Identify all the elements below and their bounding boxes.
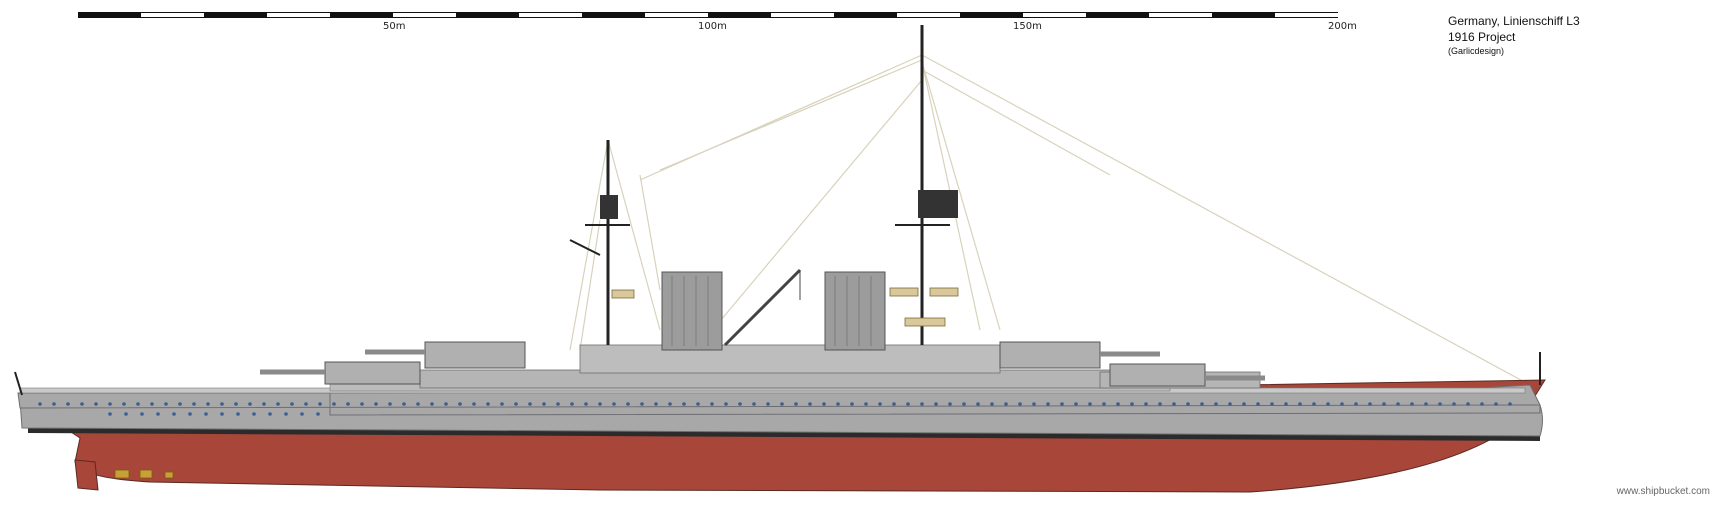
ship-subtitle: 1916 Project	[1448, 30, 1516, 44]
scale-segment	[1275, 12, 1338, 18]
scale-segment	[519, 12, 582, 18]
rigging	[569, 54, 1531, 386]
scale-segment	[897, 12, 960, 18]
scale-segment	[1212, 12, 1275, 18]
scale-segment	[645, 12, 708, 18]
propellers	[114, 469, 174, 479]
main-turrets	[260, 341, 1265, 387]
maintop	[918, 190, 958, 218]
watermark: www.shipbucket.com	[1616, 486, 1710, 497]
foretop	[600, 195, 618, 219]
scale-segment	[834, 12, 897, 18]
rudder	[74, 459, 99, 491]
scale-segment	[141, 12, 204, 18]
scale-segment	[1149, 12, 1212, 18]
scale-segment	[708, 12, 771, 18]
scale-segment	[267, 12, 330, 18]
scale-segment	[960, 12, 1023, 18]
ship-credit: (Garlicdesign)	[1448, 46, 1505, 56]
scale-tick-label: 200m	[1328, 21, 1357, 32]
scale-segment	[1086, 12, 1149, 18]
scale-segment	[582, 12, 645, 18]
scale-tick-label: 50m	[383, 21, 406, 32]
portholes	[38, 402, 1512, 416]
scale-segment	[204, 12, 267, 18]
scale-segment	[78, 12, 141, 18]
scale-segment	[393, 12, 456, 18]
bridge-deck	[579, 344, 1001, 374]
scale-segment	[330, 12, 393, 18]
scale-tick-label: 150m	[1013, 21, 1042, 32]
ship-title: Germany, Linienschiff L3	[1448, 14, 1580, 28]
scale-bar	[78, 12, 1338, 19]
masts	[14, 25, 1541, 396]
crane	[723, 268, 802, 347]
searchlight-platforms	[611, 287, 959, 327]
scale-segment	[456, 12, 519, 18]
scale-segment	[771, 12, 834, 18]
funnels	[661, 271, 886, 351]
scale-tick-label: 100m	[698, 21, 727, 32]
scale-segment	[1023, 12, 1086, 18]
